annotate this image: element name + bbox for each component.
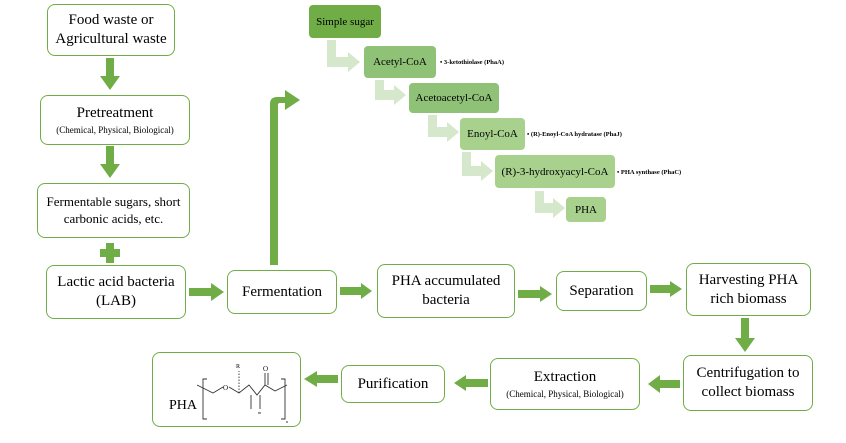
pha-structure-box: PHA R O O m n (152, 352, 301, 427)
arrow-centrifugation-to-extraction (648, 375, 680, 393)
acetoacetyl-coa-box: Acetoacetyl-CoA (409, 83, 499, 113)
purification-box: Purification (341, 365, 445, 403)
pha-final-label: PHA (169, 398, 198, 413)
enzyme-phaJ-label: • (R)-Enoyl-CoA hydratase (PhaJ) (527, 131, 622, 138)
pretreatment-label: Pretreatment (76, 104, 154, 121)
plus-icon (100, 243, 120, 263)
lab-label: Lactic acid bacteria (LAB) (57, 274, 175, 309)
arrow-food-to-pretreatment (100, 58, 120, 90)
separation-label: Separation (569, 282, 634, 299)
arrow-pha-bacteria-to-separation (518, 286, 552, 302)
acetyl-coa-label: Acetyl-CoA (373, 56, 427, 68)
acetoacetyl-coa-label: Acetoacetyl-CoA (415, 92, 493, 104)
fermentable-box: Fermentable sugars, short carbonic acids… (37, 183, 190, 238)
arrow-fermentation-to-pha-bacteria (340, 283, 372, 299)
pha-accumulated-label: PHA accumulated bacteria (391, 273, 501, 308)
arrow-harvesting-to-centrifugation (735, 318, 755, 352)
fermentable-label: Fermentable sugars, short carbonic acids… (46, 194, 181, 226)
m-subscript-label: m (258, 410, 262, 415)
extraction-label: Extraction (533, 368, 597, 385)
acetyl-coa-box: Acetyl-CoA (364, 46, 436, 78)
arrow-separation-to-harvesting (650, 281, 682, 297)
r-group-label: R (236, 364, 240, 370)
arrow-purification-to-pha (304, 371, 338, 387)
pha-pathway-box: PHA (566, 197, 606, 222)
arrow-fermentation-to-pathway (270, 90, 300, 265)
pathway-step-arrows (327, 40, 565, 218)
separation-box: Separation (556, 271, 647, 311)
fermentation-box: Fermentation (227, 270, 337, 314)
harvesting-label: Harvesting PHA rich biomass (698, 271, 799, 307)
arrow-extraction-to-purification (454, 375, 488, 391)
centrifugation-box: Centrifugation to collect biomass (683, 355, 813, 411)
enoyl-coa-box: Enoyl-CoA (460, 118, 525, 150)
food-waste-box: Food waste or Agricultural waste (47, 4, 175, 56)
simple-sugar-box: Simple sugar (309, 5, 381, 38)
fermentation-label: Fermentation (242, 283, 322, 300)
pretreatment-sublabel: (Chemical, Physical, Biological) (56, 125, 174, 136)
enoyl-coa-label: Enoyl-CoA (467, 128, 518, 140)
lab-box: Lactic acid bacteria (LAB) (46, 265, 186, 319)
oxygen-label: O (223, 384, 228, 392)
pretreatment-box: Pretreatment (Chemical, Physical, Biolog… (40, 95, 190, 145)
pha-accumulated-box: PHA accumulated bacteria (377, 264, 515, 318)
hydroxyacyl-coa-box: (R)-3-hydroxyacyl-CoA (495, 155, 615, 188)
food-waste-label: Food waste or Agricultural waste (55, 12, 167, 47)
enzyme-phaA-label: • 3-ketothiolase (PhaA) (440, 59, 505, 66)
hydroxyacyl-coa-label: (R)-3-hydroxyacyl-CoA (501, 165, 609, 178)
pha-chemical-structure: R O O m n (196, 364, 288, 424)
purification-label: Purification (357, 375, 429, 392)
extraction-sublabel: (Chemical, Physical, Biological) (506, 389, 624, 400)
arrow-pretreatment-to-fermentable (100, 146, 120, 178)
simple-sugar-label: Simple sugar (316, 15, 374, 28)
arrow-lab-to-fermentation (189, 283, 224, 301)
enzyme-phaC-label: • PHA synthase (PhaC) (617, 169, 682, 176)
pha-pathway-label: PHA (574, 203, 597, 216)
n-subscript-label: n (286, 419, 288, 424)
centrifugation-label: Centrifugation to collect biomass (696, 365, 800, 400)
extraction-box: Extraction (Chemical, Physical, Biologic… (490, 358, 640, 410)
carbonyl-oxygen-label: O (263, 365, 268, 373)
harvesting-box: Harvesting PHA rich biomass (686, 263, 811, 316)
